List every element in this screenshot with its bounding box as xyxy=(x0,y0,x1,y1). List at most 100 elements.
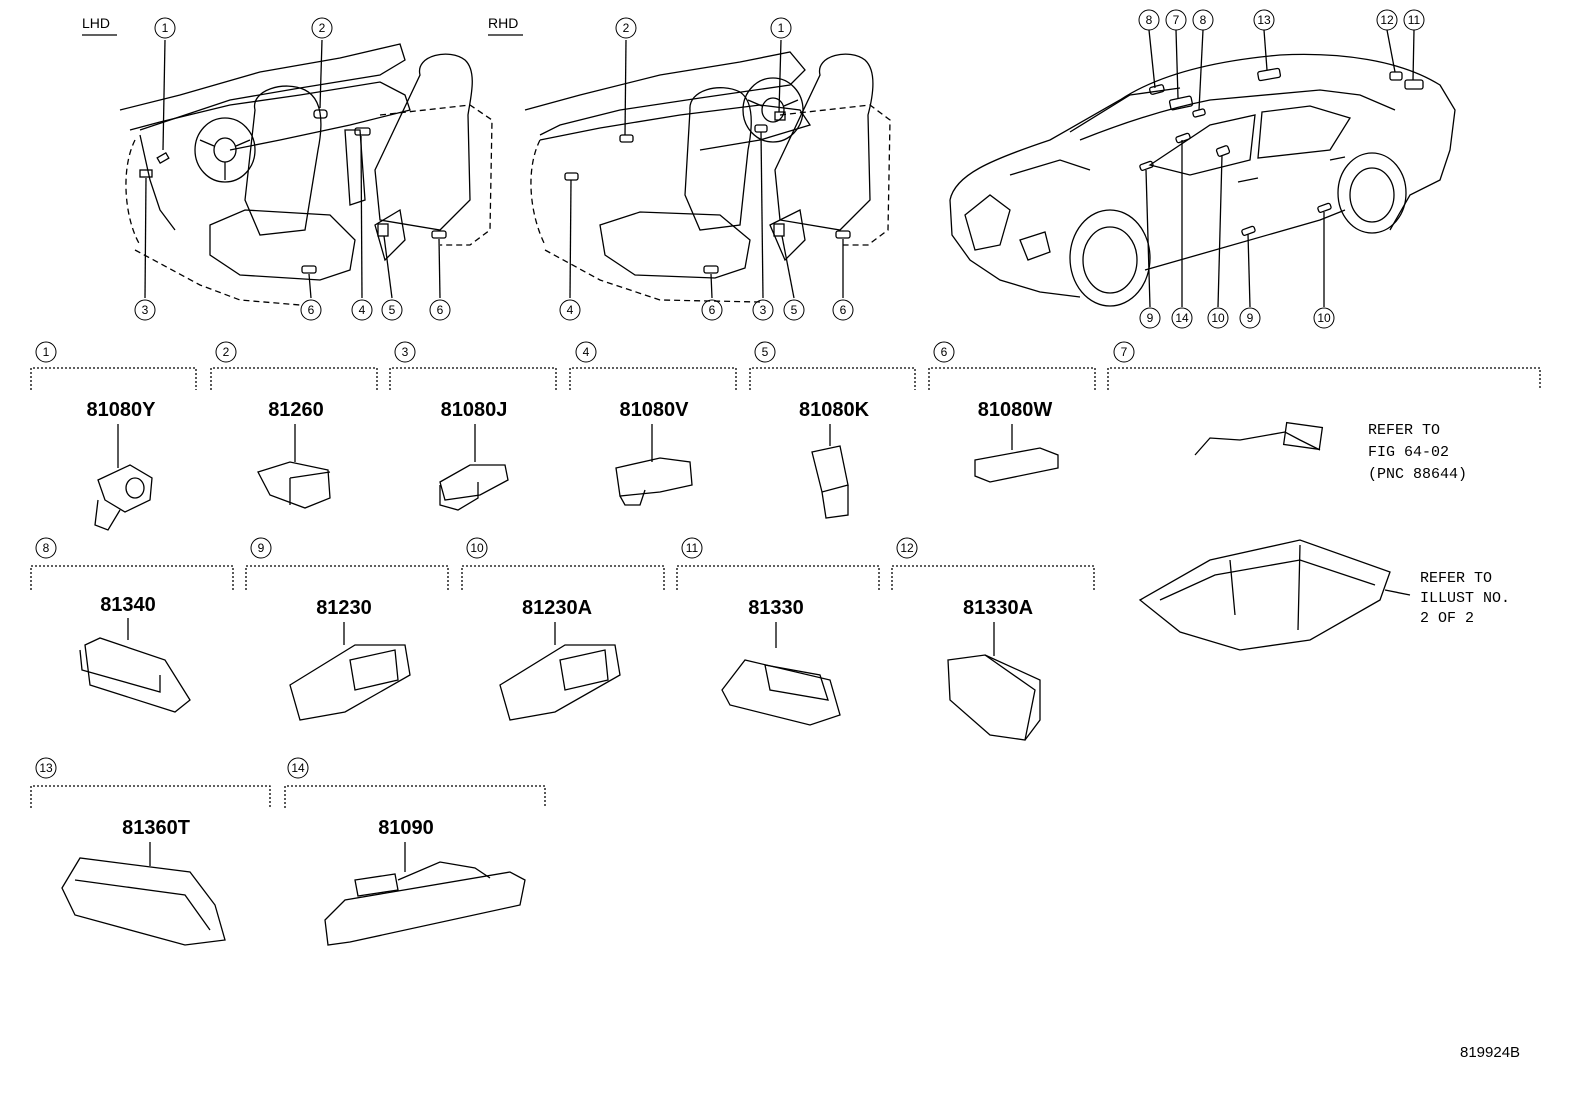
callout-rhd-4: 4 xyxy=(559,299,581,321)
part-group-14: 14 81090 xyxy=(284,757,546,946)
svg-text:14: 14 xyxy=(1175,311,1189,325)
part-number-81260: 81260 xyxy=(268,399,324,421)
svg-text:8: 8 xyxy=(1146,13,1153,27)
callout-car-13: 13 xyxy=(1253,9,1275,31)
svg-text:REFER TO: REFER TO xyxy=(1420,570,1492,587)
svg-text:6: 6 xyxy=(941,345,948,359)
callout-car-8a: 8 xyxy=(1138,9,1160,31)
svg-text:9: 9 xyxy=(258,541,265,555)
callout-car-9b: 9 xyxy=(1239,307,1261,329)
svg-text:2: 2 xyxy=(223,345,230,359)
callout-rhd-6a: 6 xyxy=(701,299,723,321)
part-number-81080V: 81080V xyxy=(620,399,690,421)
note-fig-ref: REFER TO FIG 64-02 (PNC 88644) xyxy=(1368,422,1467,483)
svg-text:6: 6 xyxy=(308,303,315,317)
part-number-81330A: 81330A xyxy=(963,597,1033,619)
part-group-3: 3 81080J xyxy=(389,341,557,511)
svg-text:2 OF 2: 2 OF 2 xyxy=(1420,610,1474,627)
callout-rhd-5: 5 xyxy=(783,299,805,321)
part-group-12: 12 81330A xyxy=(891,537,1095,741)
part-number-81090: 81090 xyxy=(378,817,434,839)
svg-text:13: 13 xyxy=(1257,13,1271,27)
illustration-id: 819924B xyxy=(1460,1044,1520,1061)
svg-text:8: 8 xyxy=(1200,13,1207,27)
part-group-1: 1 81080Y xyxy=(30,341,197,531)
lhd-interior-view: LHD xyxy=(82,15,493,306)
svg-text:10: 10 xyxy=(1317,311,1331,325)
svg-text:7: 7 xyxy=(1121,345,1128,359)
callout-lhd-6a: 6 xyxy=(300,299,322,321)
svg-text:2: 2 xyxy=(623,21,630,35)
part-group-6: 6 81080W xyxy=(928,341,1096,483)
part-group-4: 4 81080V xyxy=(569,341,737,506)
callout-car-8b: 8 xyxy=(1192,9,1214,31)
svg-text:13: 13 xyxy=(39,761,53,775)
callout-lhd-1: 1 xyxy=(154,17,176,39)
svg-text:10: 10 xyxy=(1211,311,1225,325)
svg-text:3: 3 xyxy=(402,345,409,359)
svg-text:12: 12 xyxy=(900,541,914,555)
svg-text:5: 5 xyxy=(791,303,798,317)
part-group-7: 7 xyxy=(1107,341,1541,651)
svg-text:1: 1 xyxy=(43,345,50,359)
callout-rhd-2: 2 xyxy=(615,17,637,39)
part-group-5: 5 81080K xyxy=(749,341,916,519)
callout-car-10a: 10 xyxy=(1207,307,1229,329)
part-number-81330: 81330 xyxy=(748,597,804,619)
svg-text:4: 4 xyxy=(359,303,366,317)
note-illust-ref: REFER TO ILLUST NO. 2 OF 2 xyxy=(1420,570,1510,627)
svg-text:7: 7 xyxy=(1173,13,1180,27)
svg-text:3: 3 xyxy=(142,303,149,317)
part-number-81080Y: 81080Y xyxy=(87,399,157,421)
callout-rhd-1: 1 xyxy=(770,17,792,39)
part-number-81360T: 81360T xyxy=(122,817,190,839)
svg-text:6: 6 xyxy=(437,303,444,317)
part-number-81340: 81340 xyxy=(100,594,156,616)
callout-lhd-5: 5 xyxy=(381,299,403,321)
callout-car-10b: 10 xyxy=(1313,307,1335,329)
svg-text:(PNC 88644): (PNC 88644) xyxy=(1368,466,1467,483)
svg-text:2: 2 xyxy=(319,21,326,35)
svg-text:5: 5 xyxy=(389,303,396,317)
svg-text:8: 8 xyxy=(43,541,50,555)
callout-rhd-3: 3 xyxy=(752,299,774,321)
callout-lhd-4: 4 xyxy=(351,299,373,321)
callout-car-9a: 9 xyxy=(1139,307,1161,329)
svg-text:9: 9 xyxy=(1147,311,1154,325)
callout-car-14: 14 xyxy=(1171,307,1193,329)
callout-car-12: 12 xyxy=(1376,9,1398,31)
part-group-13: 13 81360T xyxy=(30,757,271,946)
svg-text:11: 11 xyxy=(1408,13,1421,27)
part-number-81230A: 81230A xyxy=(522,597,592,619)
callout-car-7: 7 xyxy=(1165,9,1187,31)
svg-text:4: 4 xyxy=(583,345,590,359)
callout-car-11: 11 xyxy=(1403,9,1425,31)
rhd-interior-view: RHD xyxy=(488,15,891,303)
svg-text:6: 6 xyxy=(709,303,716,317)
svg-text:12: 12 xyxy=(1380,13,1394,27)
lhd-label: LHD xyxy=(82,15,110,31)
part-number-81230: 81230 xyxy=(316,597,372,619)
car-exterior-view xyxy=(949,29,1456,308)
part-group-10: 10 81230A xyxy=(461,537,665,721)
svg-text:11: 11 xyxy=(686,541,699,555)
svg-text:10: 10 xyxy=(470,541,484,555)
svg-text:5: 5 xyxy=(762,345,769,359)
svg-text:14: 14 xyxy=(291,761,305,775)
svg-text:1: 1 xyxy=(162,21,169,35)
callout-lhd-3: 3 xyxy=(134,299,156,321)
part-group-8: 8 81340 xyxy=(30,537,234,713)
svg-text:1: 1 xyxy=(778,21,785,35)
svg-text:4: 4 xyxy=(567,303,574,317)
svg-text:9: 9 xyxy=(1247,311,1254,325)
rhd-label: RHD xyxy=(488,15,518,31)
part-group-11: 11 81330 xyxy=(676,537,880,726)
part-group-9: 9 81230 xyxy=(245,537,449,721)
callout-circles: 1 2 3 4 5 6 6 1 2 3 4 5 6 6 8 7 8 13 12 … xyxy=(134,9,1425,329)
callout-rhd-6b: 6 xyxy=(832,299,854,321)
svg-text:FIG 64-02: FIG 64-02 xyxy=(1368,444,1449,461)
part-number-81080J: 81080J xyxy=(441,399,508,421)
svg-text:3: 3 xyxy=(760,303,767,317)
callout-lhd-6b: 6 xyxy=(429,299,451,321)
